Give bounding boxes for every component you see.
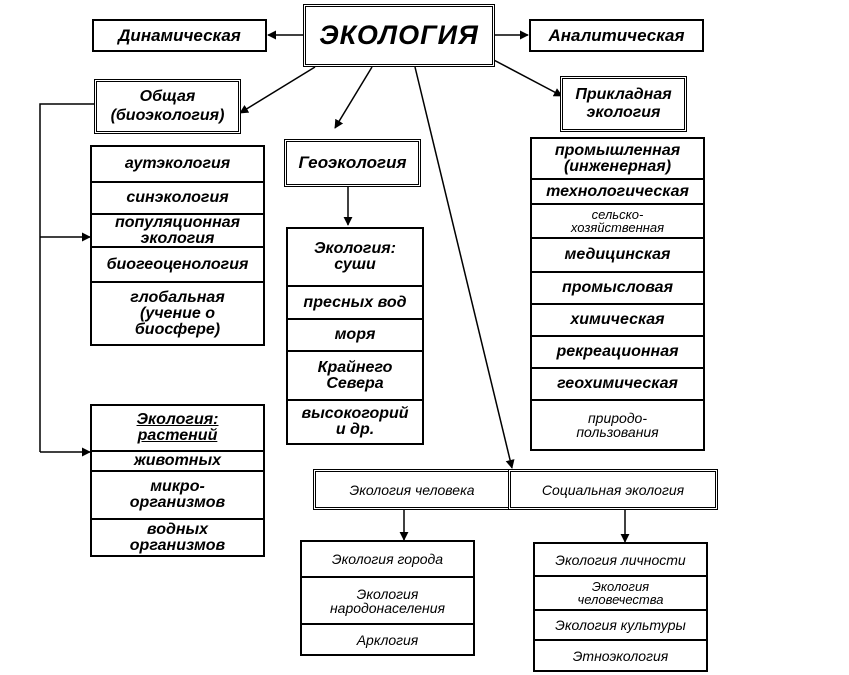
social-box: Социальная экология bbox=[508, 469, 718, 510]
general-list: аутэкология синэкология популяционная эк… bbox=[90, 145, 265, 346]
list-item: Экология народонаселения bbox=[302, 576, 473, 623]
list-item: технологическая bbox=[532, 178, 703, 203]
human-box: Экология человека bbox=[313, 469, 511, 510]
title-text: ЭКОЛОГИЯ bbox=[319, 20, 479, 50]
arrow-to-human-social bbox=[414, 66, 515, 469]
list-item: сельско- хозяйственная bbox=[532, 203, 703, 237]
bracket-general bbox=[39, 103, 96, 452]
list-item: биогеоценология bbox=[92, 246, 263, 281]
list-item: Экология культуры bbox=[535, 609, 706, 639]
list-item: природо- пользования bbox=[532, 399, 703, 449]
list-item: водных организмов bbox=[92, 518, 263, 555]
applied-list: промышленная (инженерная) технологическа… bbox=[530, 137, 705, 451]
analytic-box: Аналитическая bbox=[529, 19, 704, 52]
human-label: Экология человека bbox=[349, 481, 475, 498]
list-item: Крайнего Севера bbox=[288, 350, 422, 399]
list-item: химическая bbox=[532, 303, 703, 335]
list-item: Экология: растений bbox=[136, 411, 219, 444]
list-item: высокогорий и др. bbox=[288, 399, 422, 443]
list-item: микро- организмов bbox=[92, 470, 263, 518]
arrow-to-geo bbox=[334, 66, 373, 129]
social-list: Экология личности Экология человечества … bbox=[533, 542, 708, 672]
arrow-to-general bbox=[239, 66, 316, 114]
list-item: Экология: суши bbox=[314, 240, 396, 273]
human-list: Экология города Экология народонаселения… bbox=[300, 540, 475, 656]
list-item: рекреационная bbox=[532, 335, 703, 367]
applied-label: Прикладная экология bbox=[575, 85, 672, 121]
list-item: животных bbox=[92, 450, 263, 470]
list-item: Этноэкология bbox=[535, 639, 706, 670]
list-item: популяционная экология bbox=[92, 213, 263, 246]
general-box: Общая (биоэкология) bbox=[94, 79, 241, 134]
list-item: промышленная (инженерная) bbox=[554, 141, 681, 175]
title-box: ЭКОЛОГИЯ bbox=[303, 4, 495, 67]
list-item: аутэкология bbox=[124, 155, 231, 172]
analytic-label: Аналитическая bbox=[548, 25, 685, 45]
geo-list: Экология: суши пресных вод моря Крайнего… bbox=[286, 227, 424, 445]
list-item: геохимическая bbox=[532, 367, 703, 399]
dynamic-label: Динамическая bbox=[118, 25, 241, 45]
list-item: глобальная (учение о биосфере) bbox=[92, 281, 263, 344]
applied-box: Прикладная экология bbox=[560, 76, 687, 132]
dynamic-box: Динамическая bbox=[92, 19, 267, 52]
list-item: синэкология bbox=[92, 181, 263, 213]
list-item: промысловая bbox=[532, 271, 703, 303]
organisms-list: Экология: растений животных микро- орган… bbox=[90, 404, 265, 557]
arrow-to-applied bbox=[489, 57, 563, 97]
geo-box: Геоэкология bbox=[284, 139, 421, 187]
list-item: пресных вод bbox=[288, 285, 422, 318]
list-item: медицинская bbox=[532, 237, 703, 271]
general-label: Общая (биоэкология) bbox=[110, 88, 225, 124]
list-item: Экология человечества bbox=[535, 575, 706, 609]
list-item: Экология личности bbox=[555, 551, 686, 568]
geo-label: Геоэкология bbox=[298, 153, 407, 172]
list-item: Арклогия bbox=[302, 623, 473, 654]
list-item: моря bbox=[288, 318, 422, 350]
list-item: Экология города bbox=[331, 551, 444, 567]
social-label: Социальная экология bbox=[541, 481, 685, 498]
